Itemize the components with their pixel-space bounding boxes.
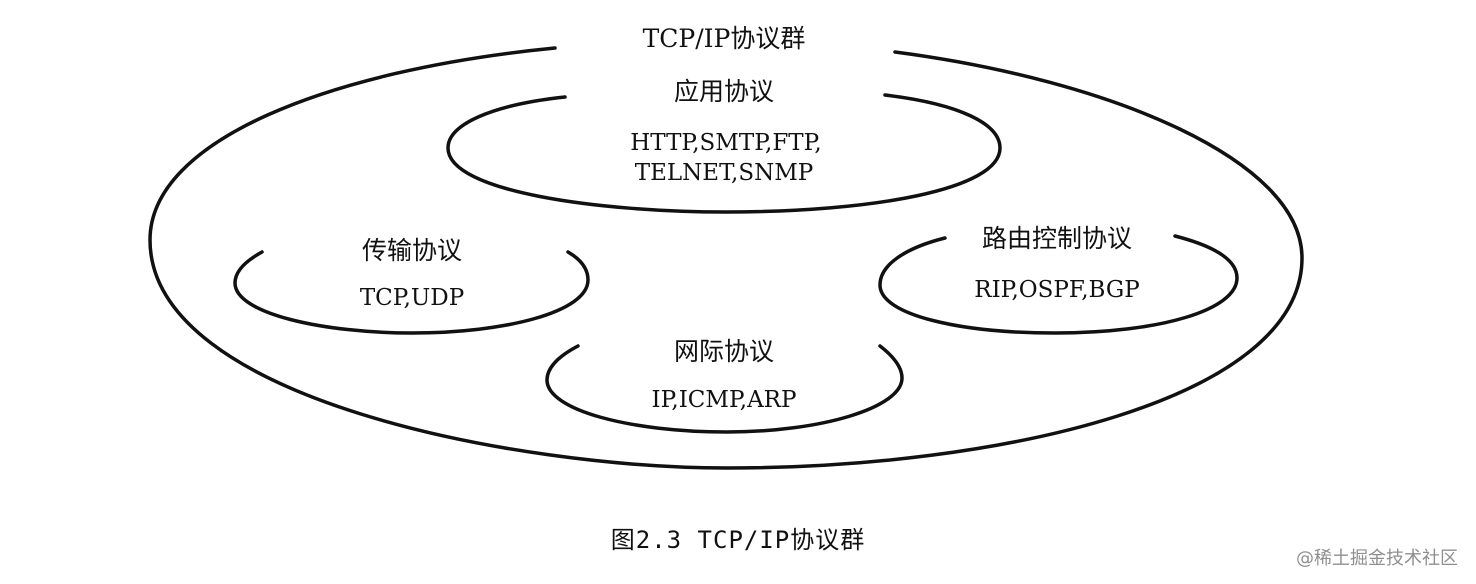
transport-protocols-list: TCP,UDP [360, 285, 464, 311]
application-protocols-list-line1: HTTP,SMTP,FTP, [630, 130, 822, 156]
ring-internet-protocols [545, 344, 904, 434]
ring-transport-protocols [233, 250, 590, 335]
application-protocols-list-line2: TELNET,SNMP [635, 160, 814, 186]
ring-application-protocols [446, 93, 1002, 214]
internet-protocols-list: IP,ICMP,ARP [652, 387, 797, 413]
watermark: @稀土掘金技术社区 [1296, 548, 1458, 569]
routing-protocols-title: 路由控制协议 [982, 224, 1132, 253]
transport-protocols-title: 传输协议 [362, 236, 462, 265]
outer-ring-tcpip-suite [148, 46, 1304, 470]
tcpip-suite-title: TCP/IP协议群 [643, 24, 806, 53]
routing-protocols-list: RIP,OSPF,BGP [974, 277, 1139, 303]
ring-routing-protocols [878, 234, 1239, 335]
internet-protocols-title: 网际协议 [674, 337, 774, 366]
application-protocols-title: 应用协议 [674, 77, 774, 106]
figure-caption: 图2.3 TCP/IP协议群 [610, 526, 866, 554]
